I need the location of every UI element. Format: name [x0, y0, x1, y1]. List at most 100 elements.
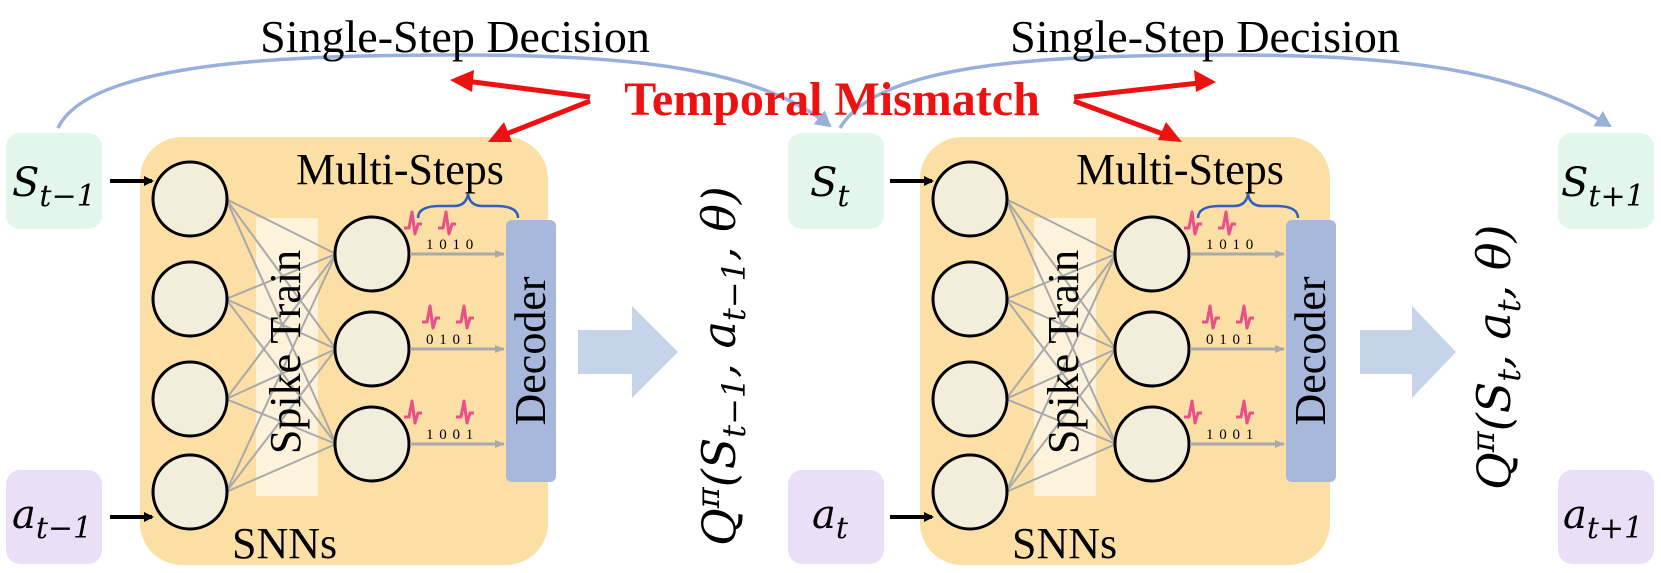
mismatch-arrowhead [450, 70, 474, 92]
spike-icon [1184, 210, 1202, 236]
spike-train-label-2: Spike Train [1039, 250, 1088, 454]
mismatch-arrowhead [1158, 122, 1182, 142]
mismatch-arrow-to-right-decision [1073, 79, 1209, 100]
output-block-arrow-1 [578, 306, 678, 398]
synapse-connection [225, 198, 337, 350]
decoder-label-1: Decoder [506, 276, 555, 425]
multi-steps-label-1: Multi-Steps [296, 145, 504, 194]
synapse-connection [1005, 198, 1117, 445]
synapse-connection [225, 298, 337, 350]
synapse-connection [1005, 253, 1117, 300]
connections-2 [1005, 198, 1117, 493]
input-neuron [151, 360, 229, 438]
next-action-label: at+1 [1563, 492, 1643, 546]
spike-icon [404, 210, 422, 236]
spike-train-band-2 [1034, 218, 1096, 496]
synapse-connection [1005, 443, 1117, 493]
next-action-box [1558, 470, 1654, 564]
spike-code: 1 0 0 1 [426, 427, 474, 443]
spike-train-band-1 [256, 218, 318, 496]
spike-icon [422, 304, 440, 330]
block-1: St−1 at−1 Spike Train Multi-Steps 1 0 1 … [6, 133, 753, 568]
q-value-label-2: Qπ(St, at, θ) [1464, 225, 1528, 491]
hidden-neuron [333, 310, 411, 388]
mismatch-arrow-to-right-snn [1073, 98, 1175, 141]
input-neuron [931, 360, 1009, 438]
synapse-connection [225, 348, 337, 493]
synapse-connection [225, 253, 337, 300]
single-step-label-right: Single-Step Decision [1010, 11, 1400, 62]
input-neuron [151, 160, 229, 238]
output-block-arrow-2 [1360, 306, 1456, 398]
spike-icon [1236, 399, 1254, 425]
spike-train-label-1: Spike Train [261, 250, 310, 454]
decoder-box-2 [1286, 220, 1336, 482]
block-2: St at Spike Train Multi-Steps 1 0 1 0 0 … [788, 133, 1528, 568]
input-neuron [931, 453, 1009, 531]
synapse-connection [225, 253, 337, 493]
spike-code: 1 0 1 0 [1206, 237, 1254, 253]
input-neuron [931, 260, 1009, 338]
spike-icon [456, 304, 474, 330]
hidden-neuron [1113, 215, 1191, 293]
state-box-1 [6, 133, 102, 229]
synapse-connection [1005, 198, 1117, 350]
synapse-connection [225, 198, 337, 445]
q-value-label-1: Qπ(St−1, at−1, θ) [689, 186, 753, 546]
synapse-connection [1005, 253, 1117, 400]
action-box-1 [6, 470, 102, 564]
spike-icon [456, 399, 474, 425]
spike-icon [1202, 304, 1220, 330]
mismatch-arrow-to-left-snn [495, 98, 591, 141]
synapse-connection [225, 253, 337, 400]
spike-icon [438, 210, 456, 236]
multi-steps-label-2: Multi-Steps [1076, 145, 1284, 194]
input-neuron [151, 453, 229, 531]
spike-icon [404, 399, 422, 425]
input-neuron [931, 160, 1009, 238]
next-state-label: St+1 [1561, 160, 1645, 214]
decoder-label-2: Decoder [1286, 276, 1335, 425]
multi-steps-brace-1 [416, 193, 520, 219]
multi-steps-brace-2 [1196, 193, 1300, 219]
state-label-1: St−1 [12, 160, 96, 214]
spike-icon [1218, 210, 1236, 236]
hidden-neuron [333, 215, 411, 293]
spike-code: 1 0 0 1 [1206, 427, 1254, 443]
next-state-box [1558, 133, 1654, 229]
single-step-label-left: Single-Step Decision [260, 11, 650, 62]
decoder-box-1 [506, 220, 556, 482]
temporal-mismatch-label: Temporal Mismatch [624, 73, 1040, 126]
synapse-connection [225, 198, 337, 255]
action-label-2: at [812, 492, 849, 546]
action-box-2 [788, 470, 884, 564]
spike-code: 0 1 0 1 [1206, 332, 1254, 348]
state-box-2 [788, 133, 884, 229]
hidden-neuron [333, 405, 411, 483]
snns-label-1: SNNs [232, 519, 337, 568]
single-step-arc-left [56, 53, 832, 129]
mismatch-arrow-to-left-decision [457, 77, 591, 100]
snns-label-2: SNNs [1012, 519, 1117, 568]
spike-code: 0 1 0 1 [426, 332, 474, 348]
input-neuron [151, 260, 229, 338]
spike-icons-1 [404, 210, 474, 425]
spike-icons-2 [1184, 210, 1254, 425]
action-label-1: at−1 [12, 492, 92, 546]
hidden-neuron [1113, 310, 1191, 388]
spike-icon [1236, 304, 1254, 330]
state-label-2: St [810, 160, 850, 214]
mismatch-arrowhead [1194, 70, 1216, 92]
synapse-connection [1005, 348, 1117, 493]
hidden-neuron [1113, 405, 1191, 483]
synapse-connection [1005, 198, 1117, 255]
single-step-arc-right [838, 53, 1612, 129]
spike-icon [1184, 399, 1202, 425]
synapse-connection [1005, 253, 1117, 493]
connections-1 [225, 198, 337, 493]
synapse-connection [1005, 298, 1117, 350]
mismatch-arrowhead [488, 122, 512, 142]
spike-code: 1 0 1 0 [426, 237, 474, 253]
synapse-connection [225, 443, 337, 493]
